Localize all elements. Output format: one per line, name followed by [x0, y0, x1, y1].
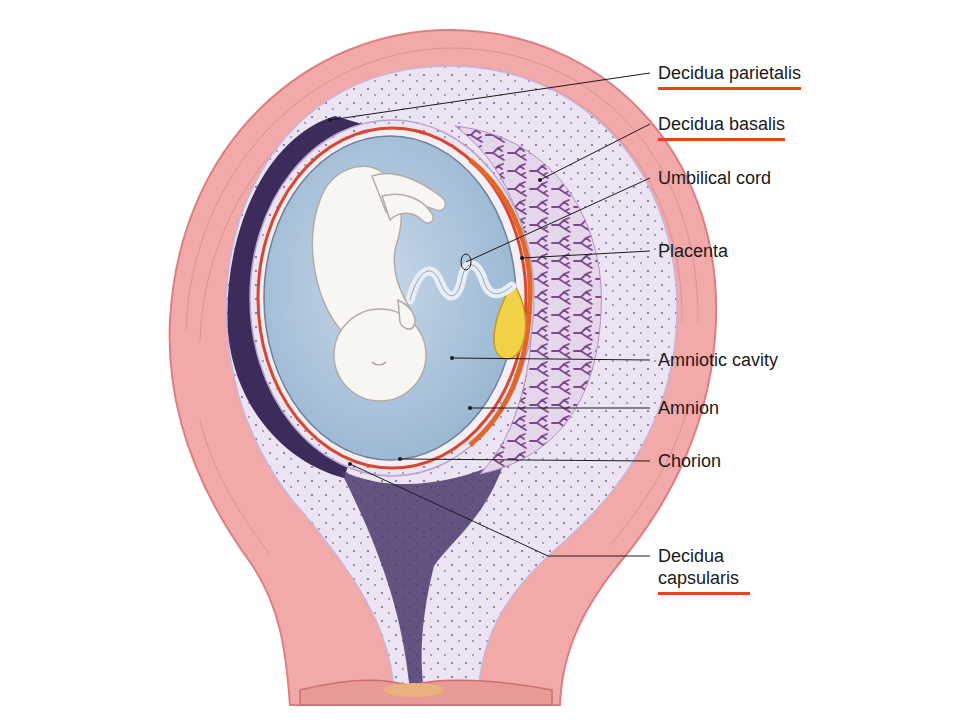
external-os [384, 683, 444, 697]
amniotic-cavity [264, 136, 516, 460]
part-label: Decidua parietalis [658, 62, 801, 90]
chorion [258, 128, 526, 468]
part-label: Umbilical cord [658, 167, 771, 189]
part-label: Amniotic cavity [658, 349, 778, 371]
uterine-wall [170, 30, 717, 705]
part-label: Chorion [658, 450, 721, 472]
umbilical-cord [410, 265, 512, 300]
decidua-layer [226, 66, 677, 700]
uterine-cavity-lower [340, 460, 505, 690]
fetus [312, 166, 445, 401]
part-label: Decidua capsularis [658, 545, 750, 595]
part-label: Decidua basalis [658, 113, 785, 141]
part-label: Placenta [658, 240, 728, 262]
umbilical-cord-outline [410, 265, 512, 300]
leader-dots [328, 118, 542, 466]
cervix [300, 680, 552, 705]
decidua-capsularis-band [250, 120, 534, 476]
leader-lines [330, 73, 650, 556]
part-label: Amnion [658, 397, 719, 419]
